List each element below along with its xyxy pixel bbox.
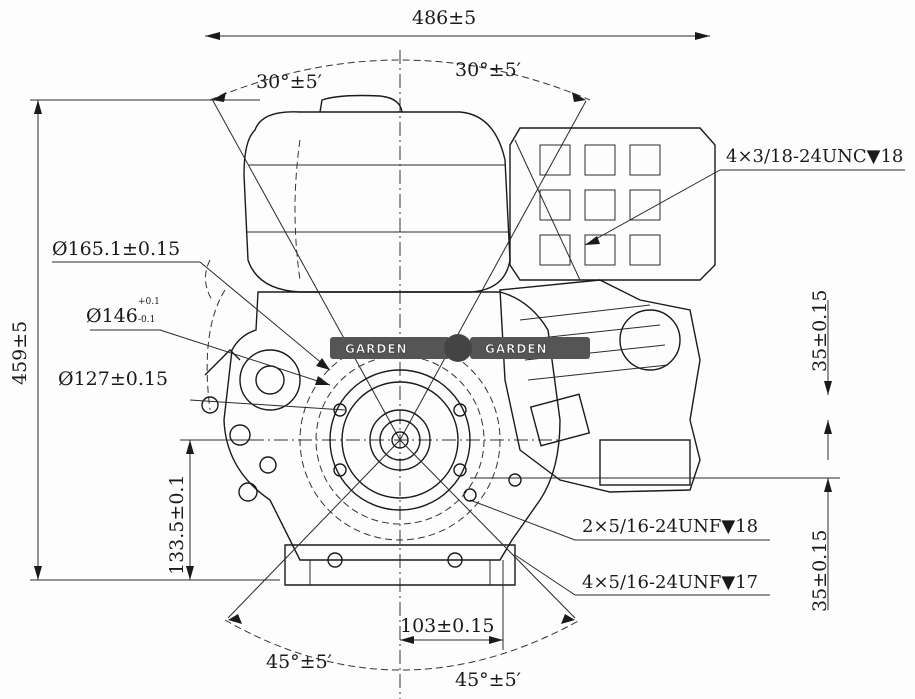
dia-146-tol-upper: +0.1 [138,297,160,307]
fuel-tank [243,94,511,293]
offset-103-label: 103±0.15 [400,615,495,637]
angle-top-right-label: 30°±5′ [455,59,521,81]
height-133-dimension [180,439,260,580]
height-133-label: 133.5±0.1 [166,474,188,575]
right-35-lower-label: 35±0.15 [809,530,831,612]
top-angle-arcs [209,59,591,441]
dia-127-label: Ø127±0.15 [58,368,168,390]
bolt-markers [327,403,522,568]
recoil-starter [299,339,501,541]
overall-height-dimension [30,99,280,581]
cylinder-muffler [499,279,701,493]
dia-146-label: Ø146 [86,305,138,327]
thread-callout-leaders [469,169,905,596]
air-cleaner [509,127,716,281]
left-components [201,349,301,502]
dia-165-label: Ø165.1±0.15 [52,238,180,260]
dia-146-tol-lower: -0.1 [138,315,155,325]
thread-low-label: 4×5/16-24UNF▼17 [582,572,758,593]
watermark-left-text: GARDEN [345,342,408,356]
right-35-dimensions [470,300,840,610]
angle-bottom-left-label: 45°±5′ [266,651,332,673]
engine-body [205,259,561,586]
bottom-angle-arcs [224,439,581,671]
angle-bottom-right-label: 45°±5′ [455,669,521,691]
watermark-right-text: GARDEN [485,342,548,356]
overall-width-dimension [205,32,710,40]
offset-103-dimension [400,560,504,650]
overall-height-label: 459±5 [9,321,31,385]
angle-top-left-label: 30°±5′ [256,71,322,93]
diameter-leaders [52,261,346,411]
thread-mid-label: 2×5/16-24UNF▼18 [582,516,758,537]
overall-width-label: 486±5 [412,7,476,29]
watermark [330,334,590,362]
right-35-upper-label: 35±0.15 [809,290,831,372]
thread-top-label: 4×3/18-24UNC▼18 [726,146,903,167]
